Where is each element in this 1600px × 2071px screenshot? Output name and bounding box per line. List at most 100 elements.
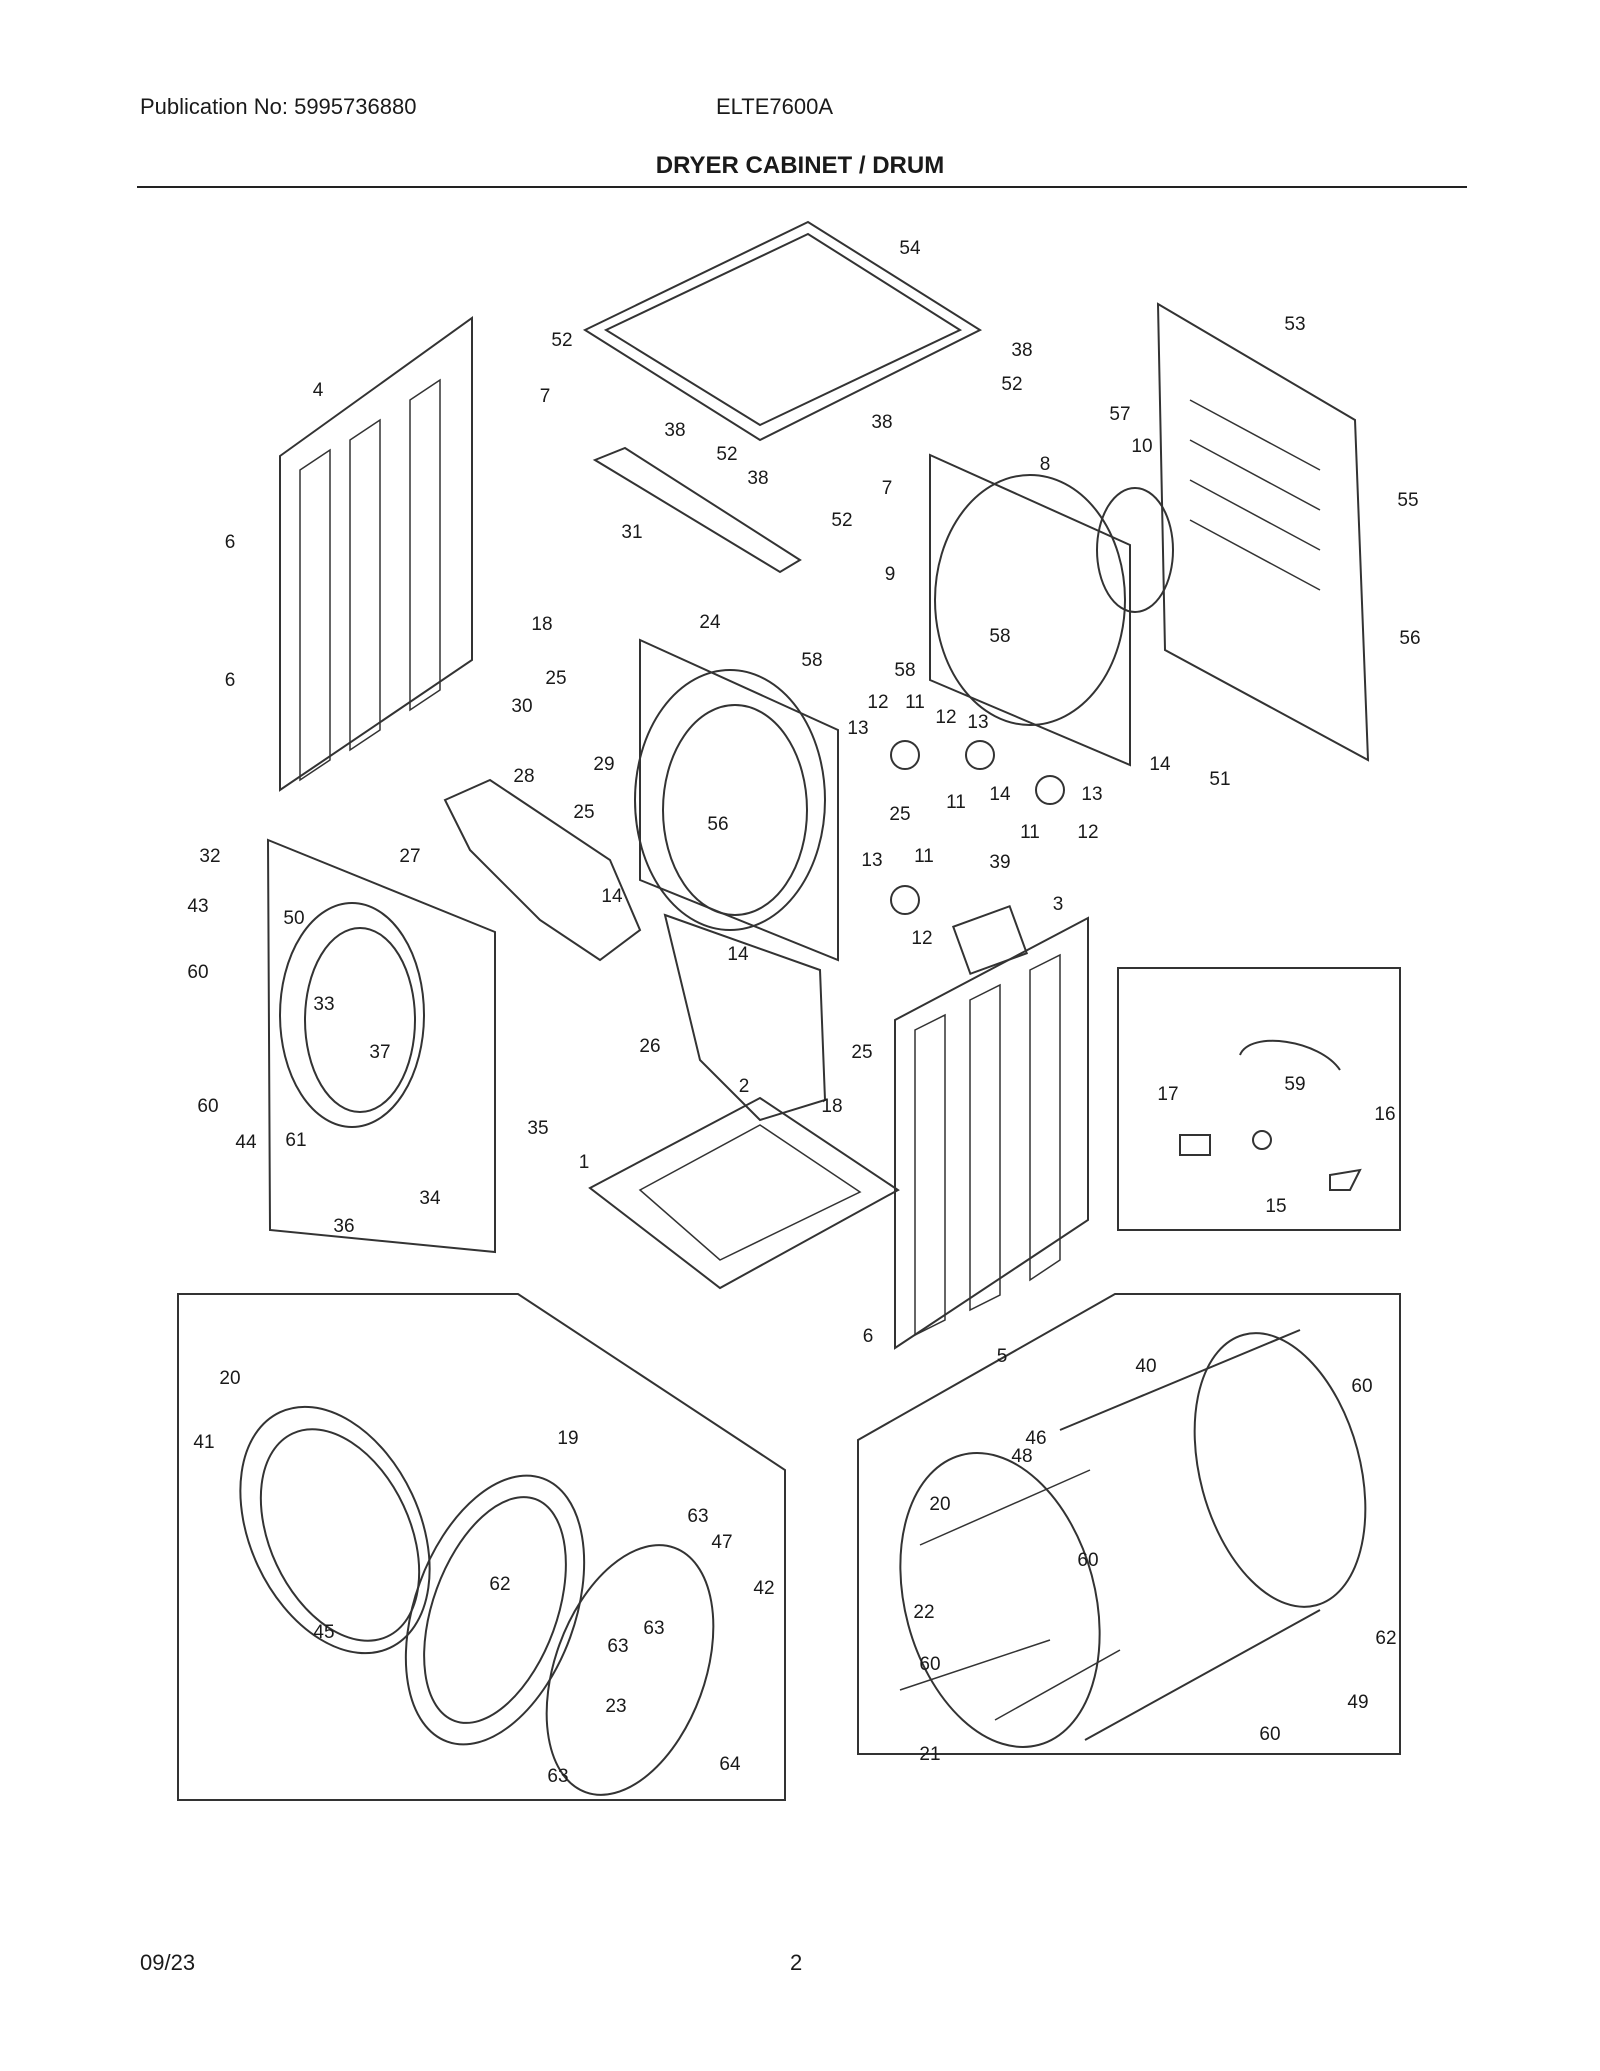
- door-assembly: [239, 1405, 715, 1796]
- callout-13: 13: [967, 712, 988, 733]
- callout-36: 36: [333, 1216, 354, 1237]
- callout-31: 31: [621, 522, 642, 543]
- callout-60: 60: [197, 1096, 218, 1117]
- drum-assembly: [899, 1329, 1367, 1748]
- callout-11: 11: [914, 846, 934, 867]
- callout-34: 34: [419, 1188, 441, 1209]
- callout-13: 13: [861, 850, 882, 871]
- front-bulkhead: [634, 638, 839, 962]
- callout-53: 53: [1284, 314, 1305, 335]
- callout-25: 25: [573, 802, 594, 823]
- callout-52: 52: [716, 444, 737, 465]
- callout-32: 32: [199, 846, 220, 867]
- callout-6: 6: [863, 1326, 874, 1347]
- callout-9: 9: [885, 564, 896, 585]
- callout-58: 58: [989, 626, 1010, 647]
- callout-11: 11: [905, 692, 925, 713]
- callout-60: 60: [1259, 1724, 1280, 1745]
- callout-60: 60: [1077, 1550, 1098, 1571]
- roller: [890, 740, 920, 770]
- callout-24: 24: [699, 612, 721, 633]
- callout-19: 19: [557, 1428, 578, 1449]
- callout-6: 6: [225, 670, 236, 691]
- callout-38: 38: [871, 412, 892, 433]
- callout-51: 51: [1209, 769, 1230, 790]
- callout-64: 64: [719, 1754, 741, 1775]
- callout-33: 33: [313, 994, 334, 1015]
- callout-25: 25: [851, 1042, 872, 1063]
- callout-60: 60: [1351, 1376, 1372, 1397]
- callout-22: 22: [913, 1602, 934, 1623]
- rear-panel: [1156, 302, 1370, 762]
- callout-13: 13: [1081, 784, 1102, 805]
- callout-5: 5: [997, 1346, 1008, 1367]
- callout-35: 35: [527, 1118, 548, 1139]
- control-board: [951, 904, 1029, 976]
- callout-15: 15: [1265, 1196, 1286, 1217]
- callout-2: 2: [739, 1076, 750, 1097]
- callout-37: 37: [369, 1042, 390, 1063]
- callout-47: 47: [711, 1532, 732, 1553]
- callout-43: 43: [187, 896, 208, 917]
- callout-11: 11: [946, 792, 966, 813]
- roller: [1035, 775, 1065, 805]
- callout-13: 13: [847, 718, 868, 739]
- callout-56: 56: [1399, 628, 1420, 649]
- callout-56: 56: [707, 814, 728, 835]
- callout-50: 50: [283, 908, 304, 929]
- page-title: DRYER CABINET / DRUM: [655, 152, 945, 179]
- callout-14: 14: [989, 784, 1011, 805]
- inset-box-front: [177, 1293, 786, 1801]
- callout-29: 29: [593, 754, 614, 775]
- inset-box-drum: [857, 1293, 1401, 1755]
- callout-63: 63: [643, 1618, 664, 1639]
- callout-38: 38: [1011, 340, 1032, 361]
- callout-25: 25: [545, 668, 566, 689]
- callout-52: 52: [1001, 374, 1022, 395]
- callout-28: 28: [513, 766, 534, 787]
- callout-44: 44: [235, 1132, 257, 1153]
- callout-55: 55: [1397, 490, 1418, 511]
- callout-41: 41: [193, 1432, 214, 1453]
- callout-62: 62: [489, 1574, 510, 1595]
- left-side-panel: [279, 316, 473, 792]
- callout-42: 42: [753, 1578, 774, 1599]
- callout-45: 45: [313, 1622, 334, 1643]
- rear-bulkhead: [929, 453, 1131, 767]
- callout-60: 60: [919, 1654, 940, 1675]
- callout-26: 26: [639, 1036, 660, 1057]
- lint-duct: [663, 913, 827, 1122]
- publication-number: Publication No: 5995736880: [140, 94, 417, 119]
- callout-7: 7: [540, 386, 551, 407]
- front-panel: [266, 838, 496, 1254]
- callout-14: 14: [1149, 754, 1171, 775]
- callout-7: 7: [882, 478, 893, 499]
- inset-box-sensor: [1117, 967, 1401, 1231]
- callout-12: 12: [935, 707, 956, 728]
- callout-14: 14: [727, 944, 749, 965]
- callout-20: 20: [219, 1368, 240, 1389]
- callout-30: 30: [511, 696, 532, 717]
- top-rail: [592, 446, 802, 574]
- callout-4: 4: [313, 380, 324, 401]
- callout-12: 12: [867, 692, 888, 713]
- top-panel: [582, 220, 983, 442]
- callout-1: 1: [579, 1152, 590, 1173]
- callout-8: 8: [1040, 454, 1051, 475]
- callout-52: 52: [831, 510, 852, 531]
- callout-25: 25: [889, 804, 910, 825]
- roller: [965, 740, 995, 770]
- title-divider: [137, 186, 1467, 188]
- callout-27: 27: [399, 846, 420, 867]
- callout-54: 54: [899, 238, 921, 259]
- callout-12: 12: [1077, 822, 1098, 843]
- callout-60: 60: [187, 962, 208, 983]
- callout-62: 62: [1375, 1628, 1396, 1649]
- callout-17: 17: [1157, 1084, 1178, 1105]
- right-side-panel: [894, 916, 1089, 1350]
- callout-20: 20: [929, 1494, 950, 1515]
- callout-59: 59: [1284, 1074, 1305, 1095]
- callout-40: 40: [1135, 1356, 1156, 1377]
- callout-63: 63: [687, 1506, 708, 1527]
